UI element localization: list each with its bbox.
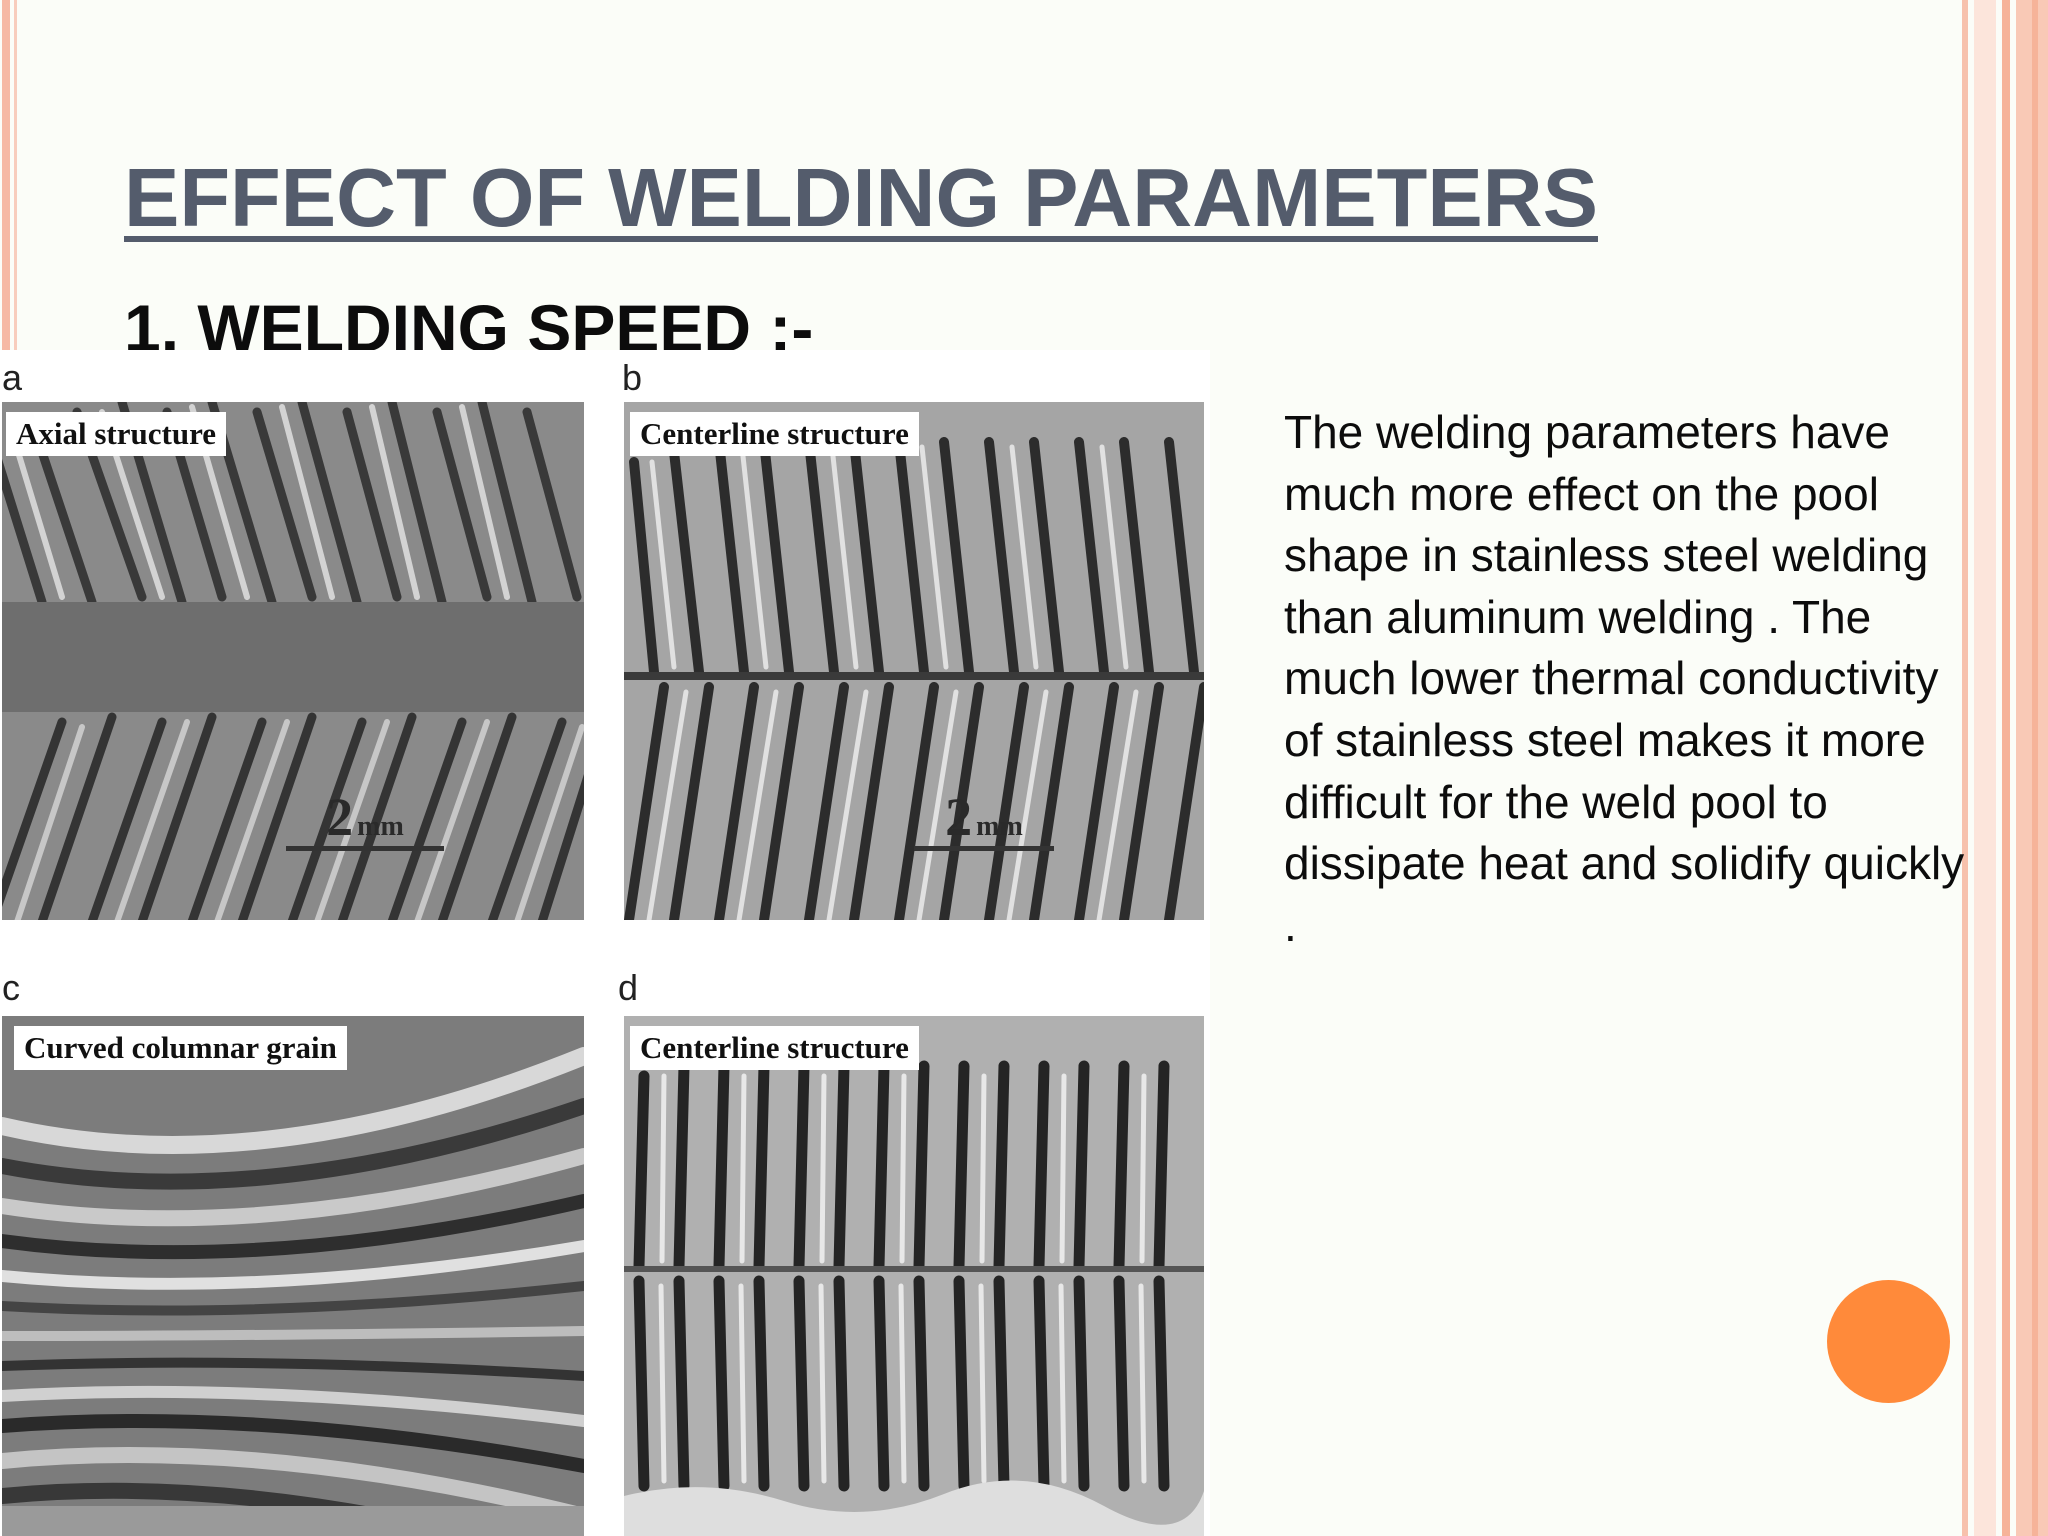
panel-c-caption: Curved columnar grain: [14, 1026, 347, 1070]
panel-a-scalebar: 2 mm: [286, 790, 444, 851]
panel-a-scale-unit: mm: [357, 811, 404, 842]
panel-b-micrograph: [624, 402, 1204, 920]
panel-c-micrograph: [2, 1016, 584, 1536]
panel-d-letter: d: [618, 967, 639, 1008]
panel-b-scale-unit: mm: [976, 811, 1023, 842]
panel-a-scale-value: 2: [326, 787, 354, 847]
panel-b-caption: Centerline structure: [630, 412, 919, 456]
panel-d-caption: Centerline structure: [630, 1026, 919, 1070]
micrograph-figure: a Axial structure 2 mm: [0, 350, 1210, 1536]
panel-a-micrograph: [2, 402, 584, 920]
panel-d-micrograph: [624, 1016, 1204, 1536]
panel-b-letter: b: [622, 357, 643, 398]
panel-b-scalebar: 2 mm: [914, 790, 1054, 851]
body-text: The welding parameters have much more ef…: [1284, 406, 1965, 951]
panel-a-caption: Axial structure: [6, 412, 227, 456]
panel-c-letter: c: [2, 967, 20, 1008]
slide-title: EFFECT OF WELDING PARAMETERS: [124, 151, 1598, 244]
accent-circle: [1827, 1280, 1950, 1403]
right-border-decoration: [1962, 0, 2048, 1536]
panel-b-scale-value: 2: [945, 787, 973, 847]
panel-a-letter: a: [2, 357, 23, 398]
